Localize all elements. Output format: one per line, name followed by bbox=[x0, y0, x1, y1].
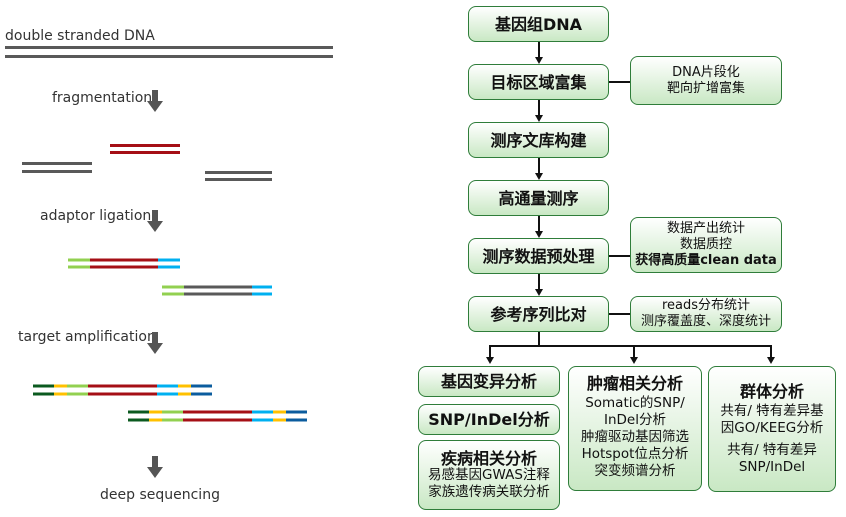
arrow-head-icon bbox=[767, 357, 775, 364]
analysis-title: 肿瘤相关分析 bbox=[586, 374, 683, 393]
analysis-title: 群体分析 bbox=[739, 381, 804, 401]
target-fragment bbox=[110, 144, 180, 147]
side-note-alignment: reads分布统计测序覆盖度、深度统计 bbox=[630, 296, 782, 332]
dna-fragment bbox=[205, 178, 272, 181]
connector bbox=[538, 42, 540, 57]
connector bbox=[538, 332, 540, 346]
connector bbox=[609, 255, 630, 257]
note-line: 获得高质量clean data bbox=[635, 253, 777, 268]
note-line: 数据质控 bbox=[679, 237, 732, 252]
connector bbox=[538, 100, 540, 115]
analysis-snp-indel: SNP/InDel分析 bbox=[418, 404, 560, 435]
arrow-head-icon bbox=[535, 289, 543, 296]
flow-step-label: 目标区域富集 bbox=[490, 72, 587, 92]
arrow-head-icon bbox=[630, 357, 638, 364]
analysis-line: Somatic的SNP/ bbox=[585, 395, 685, 411]
flow-step-sequencing: 高通量测序 bbox=[468, 180, 609, 216]
target-fragment bbox=[110, 151, 180, 154]
arrow-head-icon bbox=[486, 357, 494, 364]
analysis-title: 疾病相关分析 bbox=[440, 448, 537, 468]
adaptor-ligated-fragments bbox=[68, 258, 272, 296]
flow-step-label: 基因组DNA bbox=[494, 14, 583, 34]
down-arrow-icon bbox=[147, 90, 163, 112]
analysis-line: 易感基因GWAS注释 bbox=[428, 466, 550, 483]
connector bbox=[609, 313, 630, 315]
dna-strand bbox=[5, 55, 333, 58]
step-label-dsdna: double stranded DNA bbox=[5, 28, 155, 44]
side-note-enrichment: DNA片段化靶向扩增富集 bbox=[630, 56, 782, 105]
flow-step-label: 测序数据预处理 bbox=[482, 246, 595, 266]
analysis-line: 因GO/KEEG分析 bbox=[720, 419, 824, 436]
note-line: reads分布统计 bbox=[661, 298, 751, 313]
analysis-title: 基因变异分析 bbox=[440, 372, 537, 391]
analysis-disease: 疾病相关分析易感基因GWAS注释家族遗传病关联分析 bbox=[418, 440, 560, 510]
note-line: 数据产出统计 bbox=[666, 221, 745, 236]
note-line: 靶向扩增富集 bbox=[666, 80, 745, 96]
analysis-line: 肿瘤驱动基因筛选 bbox=[581, 429, 689, 445]
analysis-line: SNP/InDel bbox=[738, 458, 806, 475]
connector bbox=[633, 345, 635, 357]
step-label-adaptor-ligation: adaptor ligation bbox=[40, 208, 152, 224]
arrow-head-icon bbox=[535, 173, 543, 180]
step-label-target-amplification: target amplification bbox=[18, 329, 156, 345]
flow-step-preprocessing: 测序数据预处理 bbox=[468, 238, 609, 274]
flow-step-library-construction: 测序文库构建 bbox=[468, 122, 609, 158]
arrow-head-icon bbox=[535, 115, 543, 122]
dna-fragment bbox=[22, 162, 92, 165]
down-arrow-icon bbox=[147, 456, 163, 478]
dna-fragment bbox=[205, 171, 272, 174]
amplified-fragments bbox=[33, 384, 307, 422]
flow-step-target-enrichment: 目标区域富集 bbox=[468, 64, 609, 100]
analysis-line: 突变频谱分析 bbox=[594, 463, 676, 479]
down-arrow-icon bbox=[147, 332, 163, 354]
connector bbox=[538, 216, 540, 231]
analysis-variant: 基因变异分析 bbox=[418, 366, 560, 397]
note-line: DNA片段化 bbox=[672, 64, 740, 80]
arrow-head-icon bbox=[535, 231, 543, 238]
down-arrow-icon bbox=[147, 210, 163, 232]
side-note-preprocessing: 数据产出统计数据质控获得高质量clean data bbox=[630, 217, 782, 273]
flow-step-label: 参考序列比对 bbox=[490, 304, 587, 324]
dna-strand bbox=[5, 46, 333, 49]
arrow-head-icon bbox=[535, 57, 543, 64]
step-label-deep-sequencing: deep sequencing bbox=[100, 487, 220, 503]
connector bbox=[489, 345, 771, 347]
analysis-line: 家族遗传病关联分析 bbox=[428, 483, 550, 500]
analysis-title: SNP/InDel分析 bbox=[428, 410, 550, 429]
connector bbox=[538, 158, 540, 173]
connector bbox=[770, 345, 772, 357]
flow-step-alignment: 参考序列比对 bbox=[468, 296, 609, 332]
flow-step-label: 测序文库构建 bbox=[490, 130, 587, 150]
note-line: 测序覆盖度、深度统计 bbox=[640, 314, 771, 329]
analysis-line: 共有/ 特有差异基 bbox=[720, 402, 824, 419]
flow-step-label: 高通量测序 bbox=[498, 188, 579, 208]
connector bbox=[489, 345, 491, 357]
connector bbox=[538, 274, 540, 289]
analysis-line: 共有/ 特有差异 bbox=[727, 441, 817, 458]
analysis-line: Hotspot位点分析 bbox=[581, 446, 689, 462]
dna-fragment bbox=[22, 170, 92, 173]
analysis-line: InDel分析 bbox=[604, 412, 666, 428]
step-label-fragmentation: fragmentation bbox=[52, 90, 153, 106]
connector bbox=[609, 81, 630, 83]
flow-step-genomic-dna: 基因组DNA bbox=[468, 6, 609, 42]
